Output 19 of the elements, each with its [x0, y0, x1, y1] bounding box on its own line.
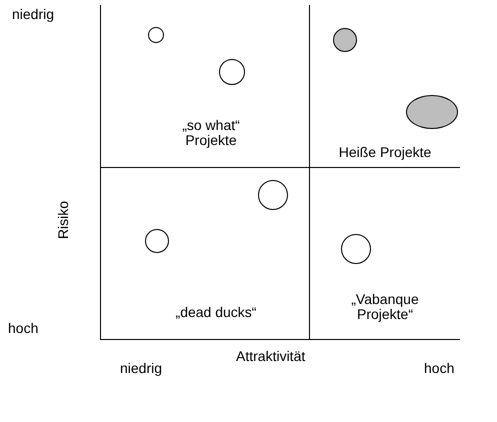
axis-label: hoch — [424, 360, 454, 376]
bubble — [148, 27, 164, 43]
bubble — [219, 59, 245, 85]
axis-label: niedrig — [12, 6, 54, 22]
axis-title: Attraktivität — [236, 348, 306, 364]
bubble — [145, 229, 169, 253]
bubble — [341, 234, 371, 264]
bubble — [258, 180, 288, 210]
matrix-quadrant — [100, 168, 310, 340]
bubble — [406, 95, 458, 129]
quadrant-label: „Vabanque Projekte“ — [350, 292, 420, 322]
matrix-quadrant — [100, 5, 310, 168]
axis-label: niedrig — [120, 360, 162, 376]
quadrant-label: „so what“ Projekte — [181, 118, 241, 148]
axis-title: Risiko — [55, 200, 72, 240]
quadrant-label: Heiße Projekte — [338, 145, 432, 160]
bubble — [333, 28, 357, 52]
axis-label: hoch — [8, 320, 38, 336]
quadrant-label: „dead ducks“ — [174, 305, 258, 320]
